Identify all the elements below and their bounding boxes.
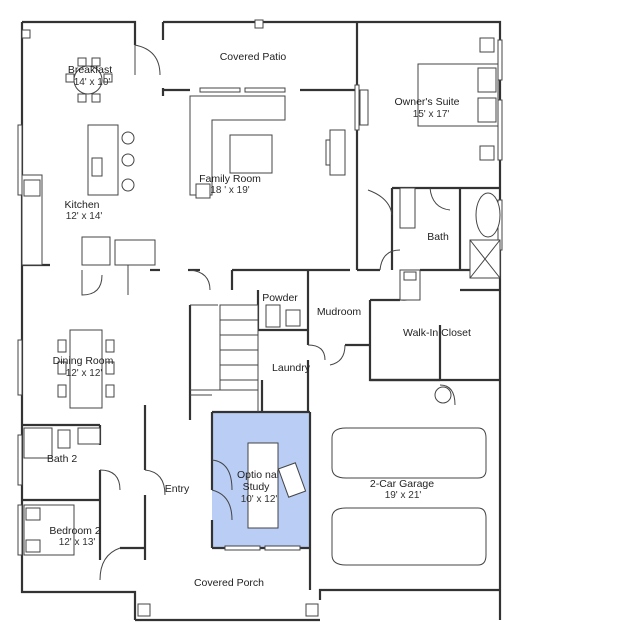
size-study: 10' x 12' [241, 494, 278, 505]
label-patio: Covered Patio [220, 51, 287, 63]
doors [99, 44, 456, 581]
exterior-walls [20, 20, 502, 622]
size-dining-room: 12' x 12' [66, 368, 103, 379]
label-entry: Entry [165, 483, 190, 495]
windows [17, 19, 503, 556]
size-owners-suite: 15' x 17' [413, 109, 450, 120]
label-family-room: Family Room [199, 173, 261, 185]
label-walk-in-closet: Walk-In Closet [403, 327, 471, 339]
label-kitchen: Kitchen [64, 199, 99, 211]
size-bedroom-2: 12' x 13' [59, 537, 96, 548]
label-dining-room: Dining Room [53, 355, 114, 367]
label-laundry: Laundry [272, 362, 311, 374]
interior-walls [22, 22, 500, 590]
label-bath: Bath [427, 231, 449, 243]
label-study-2: Study [243, 481, 271, 493]
label-bath-2: Bath 2 [47, 453, 78, 465]
room-labels: Breakfast 14' x 10' Covered Patio Owner'… [47, 51, 471, 589]
label-garage: 2-Car Garage [370, 478, 434, 490]
furniture [21, 37, 501, 617]
label-owners-suite: Owner's Suite [394, 96, 459, 108]
label-breakfast: Breakfast [68, 64, 112, 76]
label-mudroom: Mudroom [317, 306, 362, 318]
label-covered-porch: Covered Porch [194, 577, 264, 589]
label-powder: Powder [262, 292, 298, 304]
size-kitchen: 12' x 14' [66, 211, 103, 222]
size-breakfast: 14' x 10' [74, 77, 111, 88]
size-garage: 19' x 21' [385, 490, 422, 501]
size-family-room: 18 ' x 19' [210, 185, 249, 196]
label-bedroom-2: Bedroom 2 [49, 525, 101, 537]
label-study-1: Optio nal [237, 469, 279, 481]
